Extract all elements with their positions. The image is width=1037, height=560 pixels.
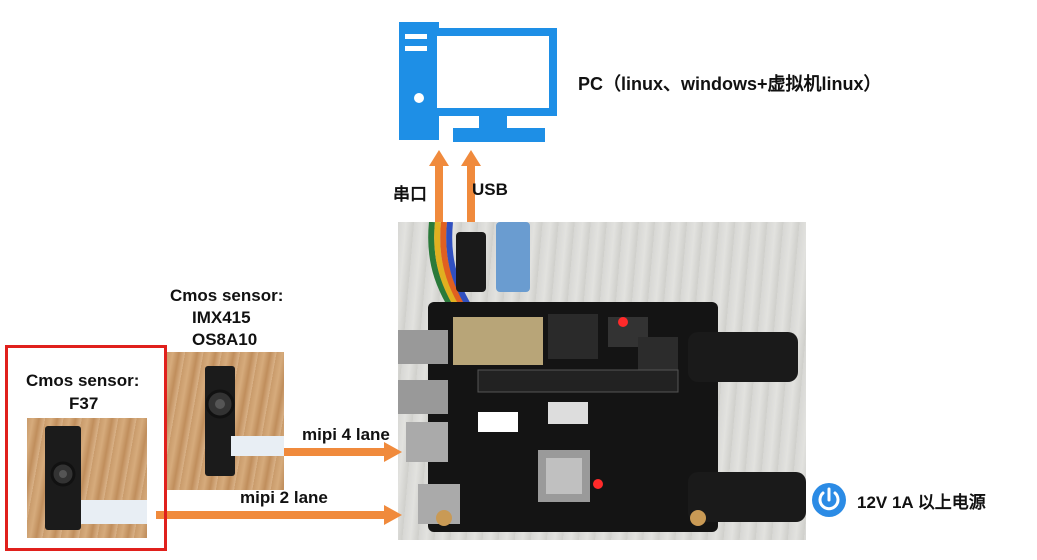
f37-highlight-box xyxy=(5,345,167,551)
sensor-large-photo xyxy=(167,352,284,490)
sensor-small-model: F37 xyxy=(69,394,99,413)
mipi2-arrow xyxy=(156,505,402,525)
mipi4-label: mipi 4 lane xyxy=(302,425,390,444)
sensor-large-model2: OS8A10 xyxy=(192,330,258,349)
sensor-large-title: Cmos sensor: xyxy=(170,286,284,305)
usb-label: USB xyxy=(472,180,508,199)
power-icon xyxy=(812,483,846,517)
usb-arrow xyxy=(461,150,481,230)
pc-label: PC（linux、windows+虚拟机linux） xyxy=(578,74,882,94)
mipi4-arrow xyxy=(284,442,402,462)
sensor-small-title: Cmos sensor: xyxy=(26,371,140,390)
dev-board-photo xyxy=(398,222,806,540)
sensor-small-photo xyxy=(27,418,147,538)
sensor-large-model1: IMX415 xyxy=(192,308,251,327)
mipi2-label: mipi 2 lane xyxy=(240,488,328,507)
serial-arrow xyxy=(429,150,449,230)
power-label: 12V 1A 以上电源 xyxy=(857,493,986,512)
serial-label: 串口 xyxy=(393,185,427,204)
desktop-computer-icon xyxy=(399,22,557,142)
